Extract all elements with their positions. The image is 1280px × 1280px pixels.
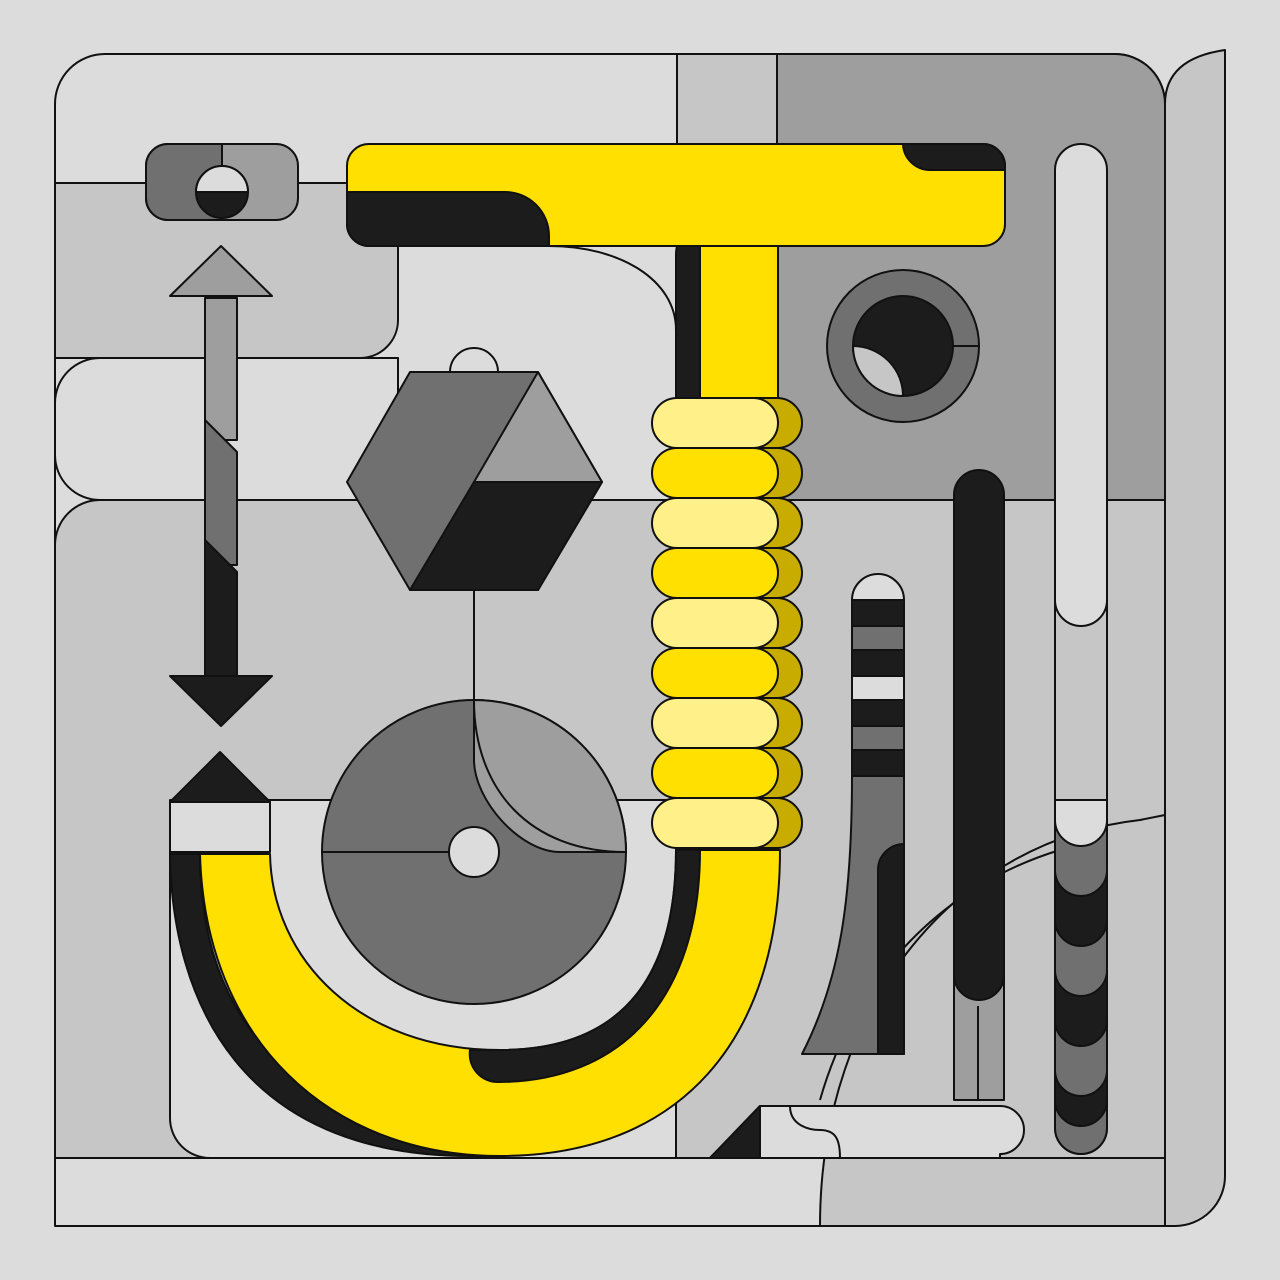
black-pill (953, 469, 1005, 1101)
toggle-switch (145, 143, 299, 221)
j-hook (169, 751, 781, 1157)
arrow-down-head (169, 675, 273, 727)
right-fold (1164, 49, 1226, 1227)
hook-tip (169, 751, 271, 803)
hook-cap (169, 801, 271, 853)
pulley-disc (321, 372, 627, 1005)
bottom-tab (709, 1105, 1025, 1159)
arrow-up-head (169, 245, 273, 297)
double-arrow (169, 245, 273, 727)
tall-strip (1054, 143, 1108, 1155)
disc-hub (448, 826, 500, 878)
striped-bar (801, 573, 905, 1055)
hexagon-weight (346, 347, 603, 591)
eyelet-ring (826, 269, 980, 423)
coiled-grip (651, 397, 803, 849)
hexagon-loop (449, 347, 499, 373)
